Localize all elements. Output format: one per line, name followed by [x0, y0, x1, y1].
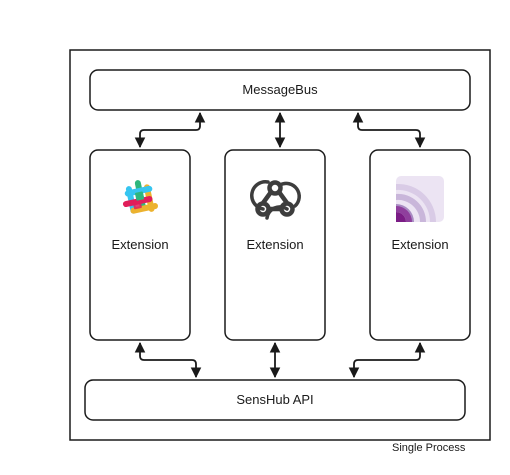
extension-3-label: Extension	[391, 237, 449, 252]
message-bus-box	[89, 69, 471, 111]
message-bus-label: MessageBus	[242, 82, 318, 97]
connector-ext1-api	[134, 341, 202, 379]
webhook-icon	[250, 180, 301, 220]
extension-box-3	[369, 149, 471, 341]
connector-ext3-api	[348, 341, 426, 379]
connector-bus-ext1	[134, 111, 206, 149]
extension-2-label: Extension	[246, 237, 304, 252]
extension-1-label: Extension	[111, 237, 169, 252]
rss-feed-icon	[396, 176, 444, 222]
extension-box-1	[89, 149, 191, 341]
senshub-api-box	[84, 379, 466, 421]
container-caption: Single Process	[392, 442, 466, 454]
slack-logo-icon	[122, 180, 159, 214]
senshub-api-label: SensHub API	[236, 392, 314, 407]
connector-bus-ext3	[352, 111, 426, 149]
